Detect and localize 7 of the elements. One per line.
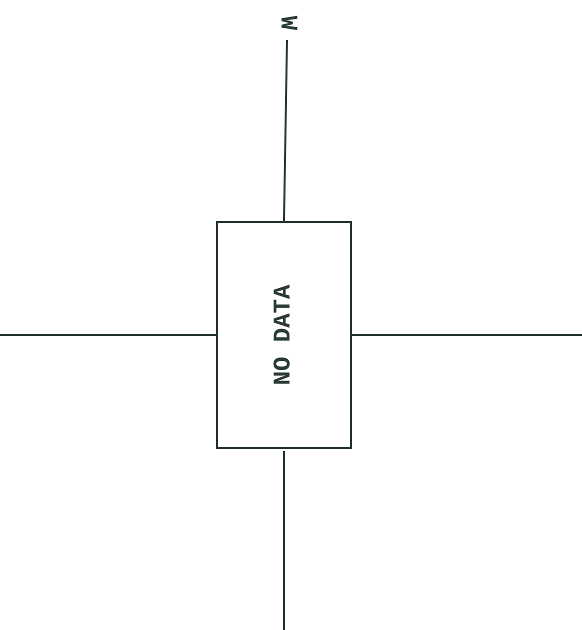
process-box: [216, 221, 352, 449]
connector-line: [0, 334, 216, 336]
connector-line: [283, 40, 288, 222]
connector-line: [283, 451, 285, 630]
box-label: NO DATA: [270, 284, 298, 386]
node-label: W: [274, 16, 300, 30]
connector-line: [352, 334, 582, 336]
